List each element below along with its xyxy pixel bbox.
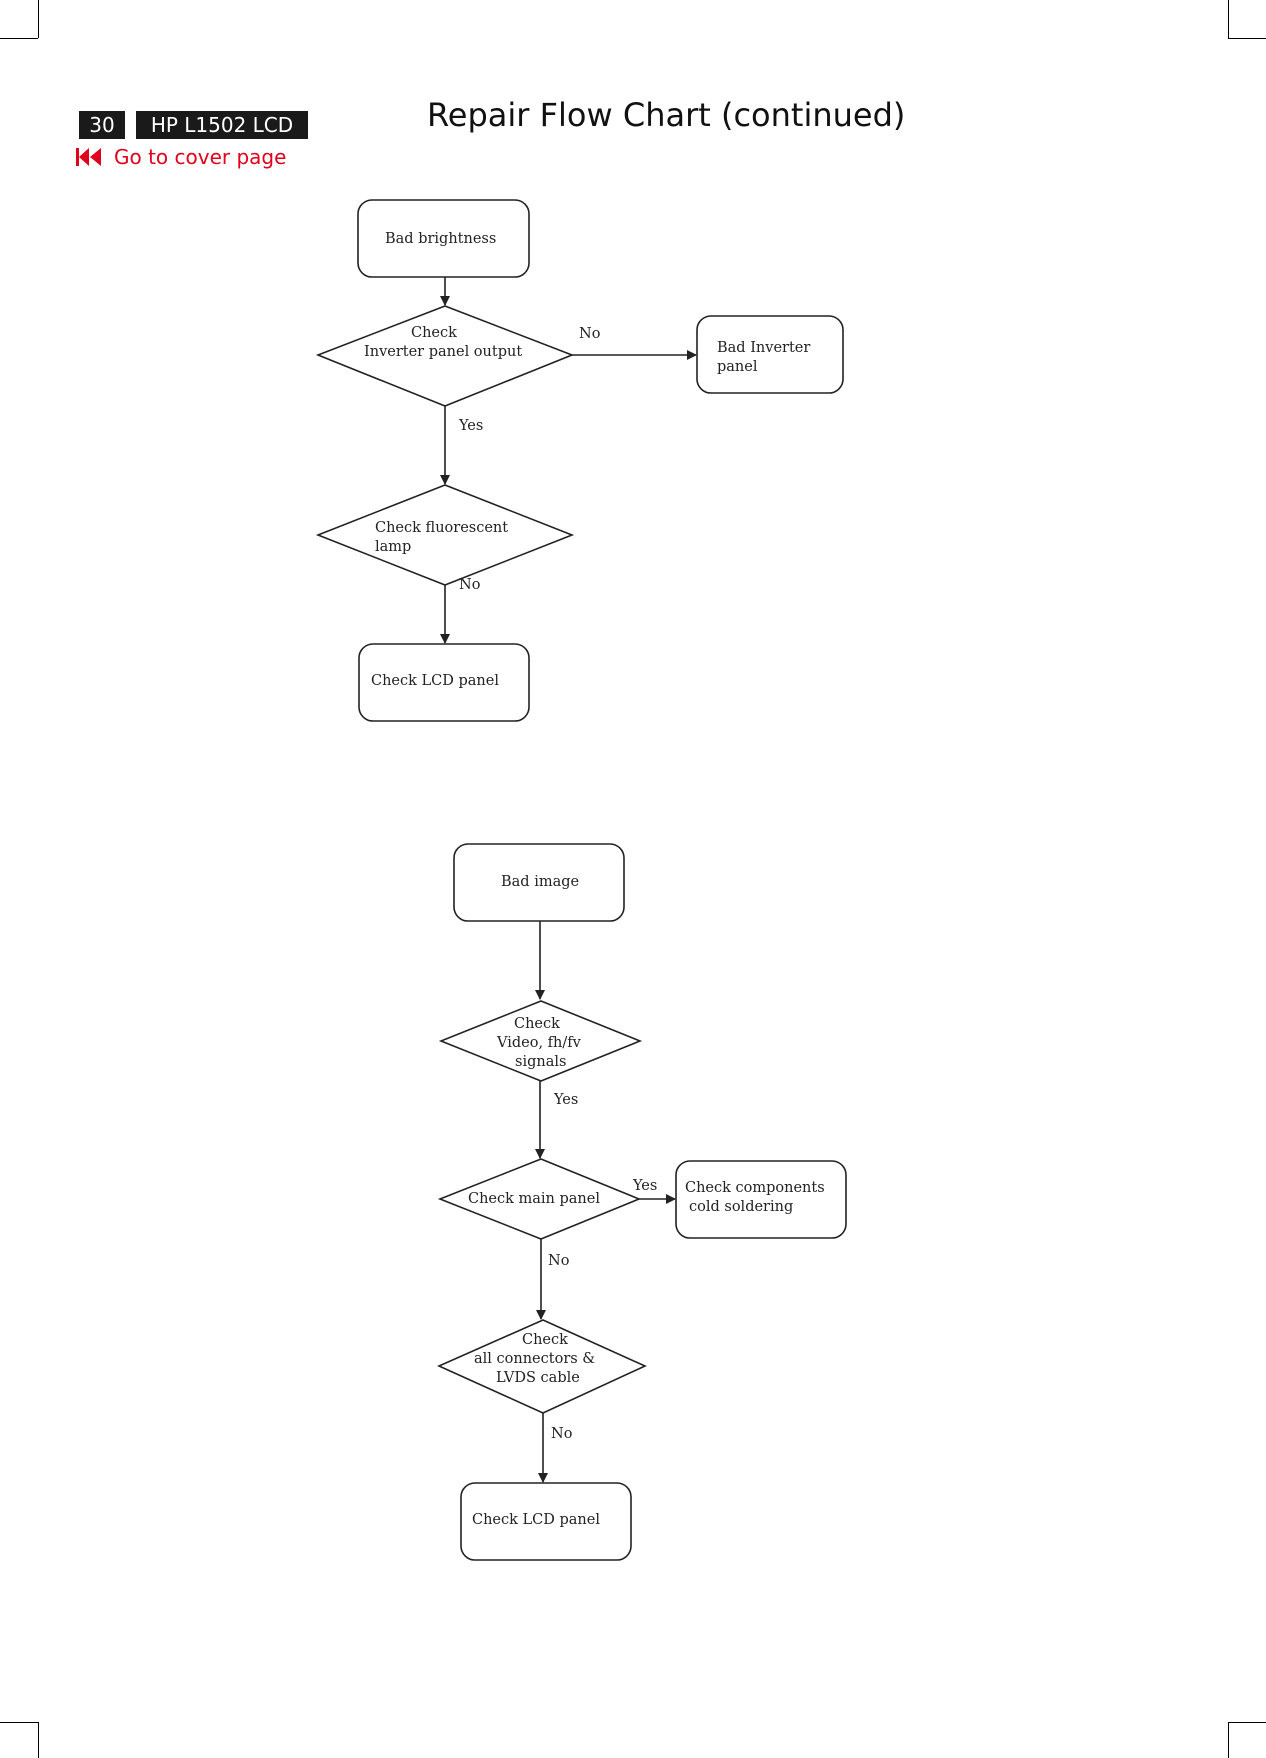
crop-mark-br-v <box>1228 1722 1229 1758</box>
flow1-no-label-1: No <box>579 326 600 342</box>
flow1-bad-inverter-label-1: Bad Inverter <box>717 340 810 356</box>
flow2-check-connectors-label-3: LVDS cable <box>496 1370 580 1386</box>
flow2-yes-label-2: Yes <box>632 1178 657 1194</box>
flow1-bad-inverter-box <box>696 315 844 394</box>
crop-mark-tr-v <box>1228 0 1229 38</box>
flow1-check-lamp-label-1: Check fluorescent <box>375 520 508 536</box>
flow1-start-box <box>357 199 530 278</box>
flow2-check-video-label-2: Video, fh/fv <box>496 1035 582 1051</box>
skip-back-icon <box>76 148 101 166</box>
flow2-check-main-label: Check main panel <box>468 1191 600 1207</box>
flow2-start-label: Bad image <box>501 874 579 890</box>
flow2-yes-label-1: Yes <box>553 1092 578 1108</box>
flow1-start-label: Bad brightness <box>385 231 496 247</box>
flow2-start-box <box>453 843 625 922</box>
page-title: Repair Flow Chart (continued) <box>427 96 906 134</box>
flow2-check-video-label-3: signals <box>515 1054 566 1070</box>
flow1-check-lcd-box <box>358 643 530 722</box>
crop-mark-br-h <box>1228 1722 1266 1723</box>
flow1-bad-inverter-label-2: panel <box>717 359 758 375</box>
flow1-yes-label-1: Yes <box>458 418 483 434</box>
flow2-check-components-box <box>675 1160 847 1239</box>
crop-mark-tl-h <box>0 38 38 39</box>
flow1-no-label-2: No <box>459 577 480 593</box>
flow1-check-lcd-label: Check LCD panel <box>371 673 499 689</box>
flow2-check-connectors-label-2: all connectors & <box>474 1351 595 1367</box>
flow2-check-video-diamond <box>438 1000 643 1082</box>
model-badge: HP L1502 LCD <box>136 111 308 139</box>
flow2-check-video-label-1: Check <box>514 1016 560 1032</box>
crop-mark-bl-v <box>38 1722 39 1758</box>
cover-page-link[interactable]: Go to cover page <box>76 144 286 170</box>
flow2-check-components-label-1: Check components <box>685 1180 825 1196</box>
page-number: 30 <box>79 111 125 139</box>
crop-mark-tl-v <box>38 0 39 38</box>
flow2-check-lcd-label: Check LCD panel <box>472 1512 600 1528</box>
crop-mark-tr-h <box>1228 38 1266 39</box>
flow2-check-connectors-label-1: Check <box>522 1332 568 1348</box>
flow1-check-inverter-label-2: Inverter panel output <box>364 344 522 360</box>
cover-link-label: Go to cover page <box>114 145 287 169</box>
flow2-check-components-label-2: cold soldering <box>689 1199 793 1215</box>
flow1-check-inverter-label-1: Check <box>411 325 457 341</box>
flow2-check-lcd-box <box>460 1482 632 1561</box>
flow2-no-label-2: No <box>551 1426 572 1442</box>
flow1-check-lamp-label-2: lamp <box>375 539 411 555</box>
flow2-no-label-1: No <box>548 1253 569 1269</box>
crop-mark-bl-h <box>0 1722 38 1723</box>
